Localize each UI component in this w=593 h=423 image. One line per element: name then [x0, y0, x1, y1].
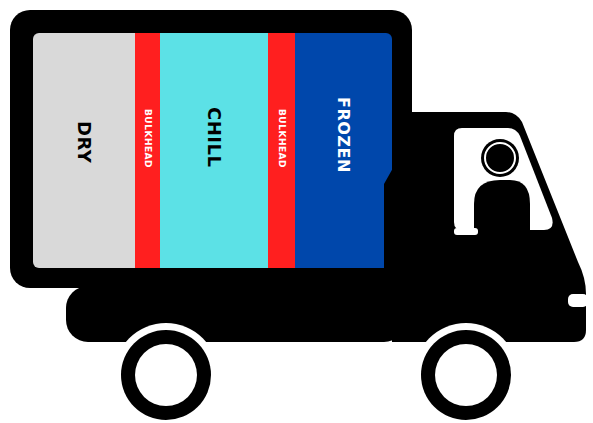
headlight: [568, 294, 588, 307]
cargo-compartments: DRY BULKHEAD CHILL BULKHEAD FROZEN: [33, 33, 392, 268]
rear-hub: [135, 344, 197, 406]
door-handle: [454, 228, 478, 235]
frozen-compartment: FROZEN: [295, 33, 392, 268]
dry-compartment: DRY: [33, 33, 135, 268]
compartment-label: CHILL: [204, 107, 225, 167]
truck-cab: [392, 112, 586, 342]
bulkhead-band: BULKHEAD: [268, 33, 295, 268]
front-wheel: [421, 330, 511, 420]
compartment-label: BULKHEAD: [143, 109, 153, 168]
rear-wheel: [121, 330, 211, 420]
compartment-label: BULKHEAD: [277, 109, 287, 168]
compartment-label: DRY: [74, 121, 95, 163]
cab-window: [454, 128, 553, 230]
cargo-box: [10, 10, 412, 288]
driver-head-outline: [485, 143, 515, 173]
driver-head: [481, 139, 519, 177]
panel-notch-shape: [384, 168, 393, 269]
truck-chassis: [66, 286, 406, 342]
bulkhead-band: BULKHEAD: [135, 33, 160, 268]
wheel-well: [414, 323, 518, 423]
front-hub: [435, 344, 497, 406]
driver-body: [474, 180, 530, 230]
wheel-well: [114, 323, 218, 423]
chill-compartment: CHILL: [160, 33, 268, 268]
compartment-label: FROZEN: [334, 97, 353, 173]
